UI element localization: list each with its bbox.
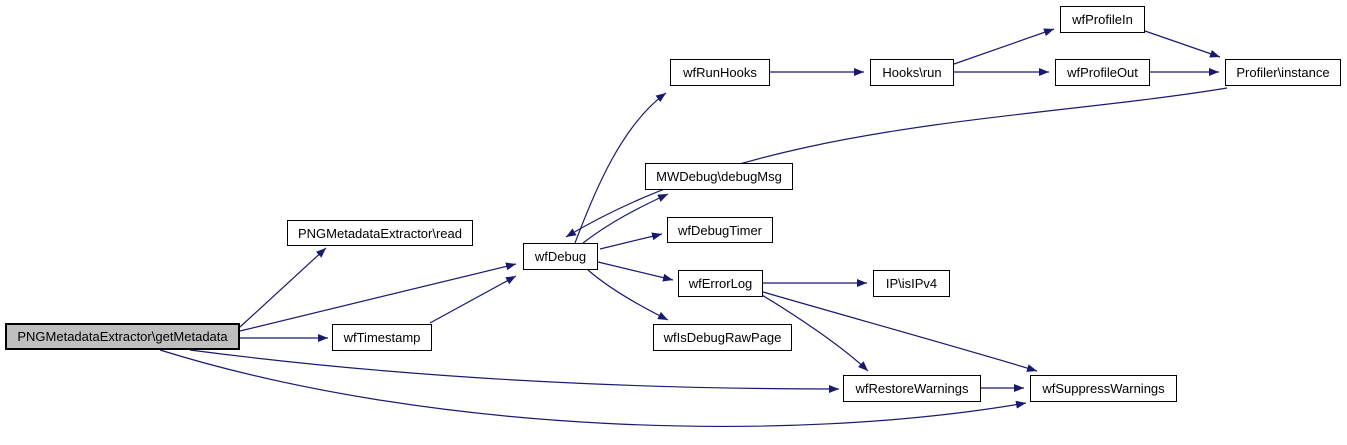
node-label-wf-is-debug-raw-page: wfIsDebugRawPage xyxy=(663,330,782,345)
node-label-wf-timestamp: wfTimestamp xyxy=(343,330,421,345)
node-label-read: PNGMetadataExtractor\read xyxy=(297,225,463,241)
node-wf-is-debug-raw-page[interactable]: wfIsDebugRawPage xyxy=(653,324,792,351)
node-wf-profile-in[interactable]: wfProfileIn xyxy=(1060,6,1145,33)
node-wf-timestamp[interactable]: wfTimestamp xyxy=(332,324,432,351)
node-ip-is-ipv4[interactable]: IP\isIPv4 xyxy=(873,270,950,297)
edge-wf-debug-to-wf-debug-timer xyxy=(599,232,663,250)
edge-get-metadata-to-wf-restore-warnings xyxy=(189,349,840,393)
node-label-wf-run-hooks: wfRunHooks xyxy=(683,65,757,80)
edges-group xyxy=(159,28,1228,427)
node-label-mwdebug-debug-msg: MWDebug\debugMsg xyxy=(656,169,782,184)
node-profiler-instance[interactable]: Profiler\instance xyxy=(1225,59,1341,86)
edge-hooks-run-to-wf-profile-in xyxy=(953,28,1055,65)
node-wf-profile-out[interactable]: wfProfileOut xyxy=(1055,59,1150,86)
node-label-profiler-instance: Profiler\instance xyxy=(1236,65,1330,80)
edge-wf-timestamp-to-wf-debug xyxy=(429,275,517,324)
node-wf-debug-timer[interactable]: wfDebugTimer xyxy=(667,217,773,243)
node-label-hooks-run: Hooks\run xyxy=(882,65,942,80)
node-mwdebug-debug-msg[interactable]: MWDebug\debugMsg xyxy=(645,163,793,190)
edge-wf-debug-to-wf-is-debug-raw-page xyxy=(587,269,669,321)
edge-get-metadata-to-wf-debug xyxy=(239,262,517,332)
edge-get-metadata-to-wf-suppress-warnings xyxy=(159,349,1027,427)
node-wf-run-hooks[interactable]: wfRunHooks xyxy=(670,59,770,86)
edge-wf-profile-in-to-profiler-instance xyxy=(1144,30,1221,58)
edge-wf-debug-to-wf-run-hooks xyxy=(574,92,667,244)
node-label-wf-debug-timer: wfDebugTimer xyxy=(677,222,763,238)
node-label-wf-debug: wfDebug xyxy=(534,249,587,264)
node-read[interactable]: PNGMetadataExtractor\read xyxy=(287,220,473,246)
node-label-ip-is-ipv4: IP\isIPv4 xyxy=(885,276,938,291)
node-label-wf-profile-in: wfProfileIn xyxy=(1072,12,1133,27)
node-label-wf-suppress-warnings: wfSuppressWarnings xyxy=(1042,381,1165,396)
node-get-metadata[interactable]: PNGMetadataExtractor\getMetadata xyxy=(5,323,240,350)
edge-wf-debug-to-mwdebug-debug-msg xyxy=(582,193,669,244)
edge-wf-debug-to-wf-error-log xyxy=(597,261,674,282)
node-label-get-metadata: PNGMetadataExtractor\getMetadata xyxy=(17,329,228,344)
node-wf-restore-warnings[interactable]: wfRestoreWarnings xyxy=(843,375,981,402)
node-hooks-run[interactable]: Hooks\run xyxy=(870,59,954,86)
edge-wf-error-log-to-wf-suppress-warnings xyxy=(762,291,1038,372)
node-wf-error-log[interactable]: wfErrorLog xyxy=(678,270,763,297)
edge-get-metadata-to-read xyxy=(239,247,327,328)
node-label-wf-error-log: wfErrorLog xyxy=(688,276,753,291)
node-label-wf-profile-out: wfProfileOut xyxy=(1067,65,1138,80)
edge-wf-error-log-to-wf-restore-warnings xyxy=(761,294,869,372)
node-wf-debug[interactable]: wfDebug xyxy=(523,243,598,270)
node-wf-suppress-warnings[interactable]: wfSuppressWarnings xyxy=(1030,375,1177,402)
edge-profiler-instance-to-wf-debug xyxy=(565,87,1228,238)
node-label-wf-restore-warnings: wfRestoreWarnings xyxy=(855,381,969,396)
